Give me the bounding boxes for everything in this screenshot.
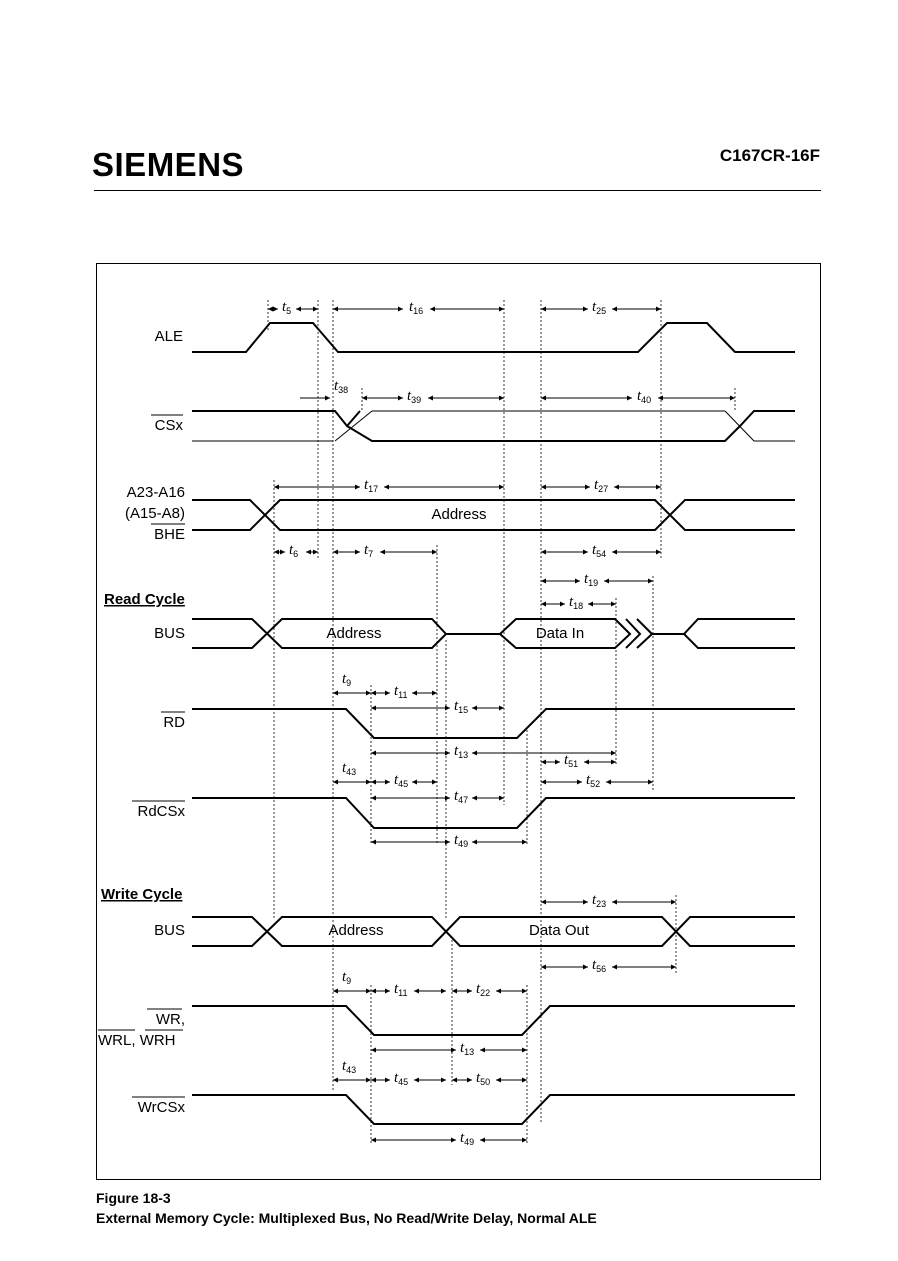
csx-waveform-top [192,410,361,428]
t52-label: t52 [586,772,600,789]
t19-label: t19 [584,571,598,588]
reference-lines [267,300,736,1145]
figure-number: Figure 18-3 [96,1190,171,1206]
bus-labels: Address Address Data In Address Data Out [326,506,589,939]
t9-write-label: t9 [342,969,351,986]
t7-label: t7 [364,542,373,559]
t11-write-label: t11 [394,981,408,998]
timing-labels: t5 t16 t25 t38 t39 t40 t17 t27 t6 t7 t54… [282,299,651,1147]
t27-label: t27 [594,477,608,494]
ale-waveform [192,322,795,353]
document-id: C167CR-16F [719,146,820,165]
write-cycle-heading: Write Cycle [101,886,182,903]
label-wrl-wrh: WRL, WRH [98,1032,176,1049]
label-wrh: WRH [140,1032,176,1049]
t38-label: t38 [334,378,348,395]
header-rule [94,190,821,191]
t43-read-label: t43 [342,760,356,777]
label-csx: CSx [155,417,184,434]
diagram-frame [96,263,821,1180]
t13-label: t13 [454,743,468,760]
t40-label: t40 [637,388,651,405]
timing-arrows [268,306,735,1143]
t11-read-label: t11 [394,683,408,700]
rdcsx-waveform [192,797,795,829]
label-a23-a16: A23-A16 [127,484,185,501]
data-out-label: Data Out [529,922,590,939]
t51-label: t51 [564,752,578,769]
t43-write-label: t43 [342,1058,356,1075]
label-ale: ALE [155,328,183,345]
t54-label: t54 [592,542,606,559]
label-a15-a8: (A15-A8) [125,505,185,522]
t16-label: t16 [409,299,423,316]
t15-label: t15 [454,698,468,715]
t25-label: t25 [592,299,606,316]
address-bus-waveform [192,499,795,531]
label-write-bus: BUS [154,922,185,939]
t18-label: t18 [569,594,583,611]
t23-label: t23 [592,892,606,909]
figure-caption: Figure 18-3 External Memory Cycle: Multi… [96,1188,597,1228]
label-rdcsx: RdCSx [137,803,185,820]
wr-waveform [192,1005,795,1036]
read-bus-waveform [192,618,795,649]
address-label-top: Address [431,506,486,523]
write-bus-waveform [192,916,795,947]
csx-waveform-high [192,410,795,442]
t56-label: t56 [592,957,606,974]
read-cycle-heading: Read Cycle [104,591,185,608]
t39-label: t39 [407,388,421,405]
label-read-bus: BUS [154,625,185,642]
label-wr: WR, [156,1011,185,1028]
t45-read-label: t45 [394,772,408,789]
t6-label: t6 [289,542,298,559]
t17-label: t17 [364,477,378,494]
label-wrl: WRL [98,1032,131,1049]
figure-title: External Memory Cycle: Multiplexed Bus, … [96,1210,597,1226]
label-bhe: BHE [154,526,185,543]
read-address-label: Address [326,625,381,642]
write-address-label: Address [328,922,383,939]
waveforms [192,322,795,1125]
overbars [98,414,185,1098]
t47-label: t47 [454,788,468,805]
t49-read-label: t49 [454,832,468,849]
label-rd: RD [163,714,185,731]
t22-label: t22 [476,981,490,998]
rd-waveform [192,708,795,739]
t5-label: t5 [282,299,291,316]
label-wrcsx: WrCSx [138,1099,186,1116]
t13-write-label: t13 [460,1040,474,1057]
t50-label: t50 [476,1070,490,1087]
signal-labels: ALE CSx A23-A16 (A15-A8) BHE BUS RD RdCS… [125,328,186,1116]
siemens-logo: SIEMENS [92,146,245,183]
data-in-label: Data In [536,625,584,642]
t49-write-label: t49 [460,1130,474,1147]
t45-write-label: t45 [394,1070,408,1087]
wrcsx-waveform [192,1094,795,1125]
t9-read-label: t9 [342,671,351,688]
